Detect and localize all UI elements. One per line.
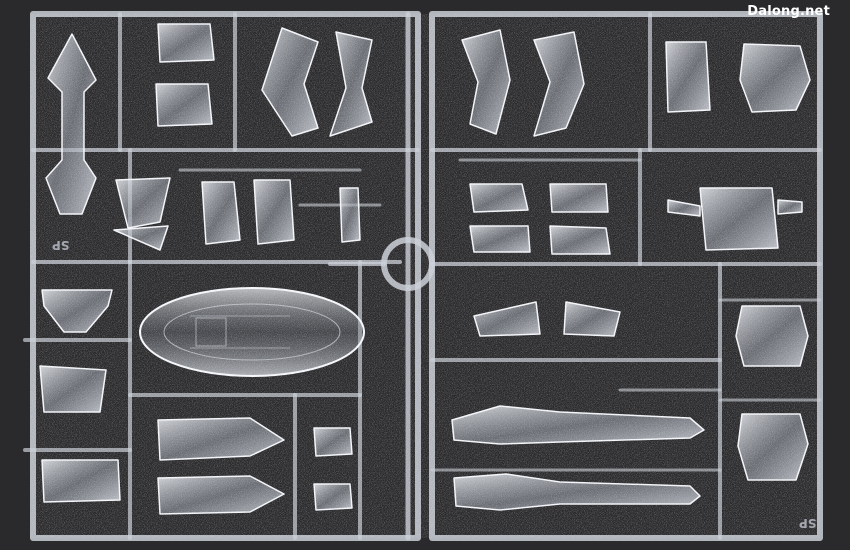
watermark: Dalong.net xyxy=(747,4,830,19)
sprue-label-left: SP xyxy=(52,238,70,252)
sprue-label-right: SP xyxy=(799,516,817,530)
sparkle-overlay xyxy=(30,14,820,538)
